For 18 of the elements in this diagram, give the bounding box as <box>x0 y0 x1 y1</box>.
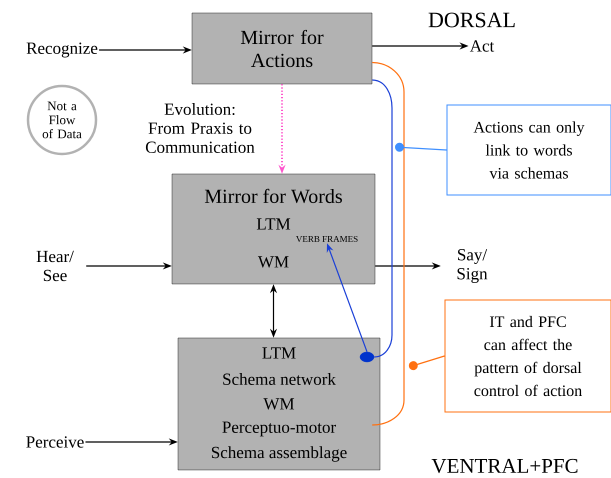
connector-line <box>372 62 405 426</box>
leader-line <box>395 142 447 152</box>
connector-line <box>372 79 393 358</box>
process-box: Mirror for Actions <box>192 12 372 84</box>
text-label: Hear/ See <box>36 250 74 282</box>
process-box: LTM Schema network WM Perceptuo-motor Schema assemblage <box>178 338 380 470</box>
text-label: Recognize <box>26 42 98 58</box>
leader-line <box>408 355 445 370</box>
text-label: VERB FRAMES <box>296 236 358 242</box>
region-label: VENTRAL+PFC <box>432 458 578 474</box>
region-label: DORSAL <box>428 12 515 28</box>
edge-label: Evolution: From Praxis to Communication <box>136 102 264 154</box>
text-label: Act <box>470 40 494 52</box>
text-label: Perceive <box>26 436 84 448</box>
text-label: Say/ Sign <box>458 249 488 283</box>
callout-box: IT and PFC can affect the pattern of dorsal control of action <box>444 300 611 412</box>
junction-dot <box>360 352 374 362</box>
callout-box: Actions can only link to words via schemas <box>446 104 611 196</box>
